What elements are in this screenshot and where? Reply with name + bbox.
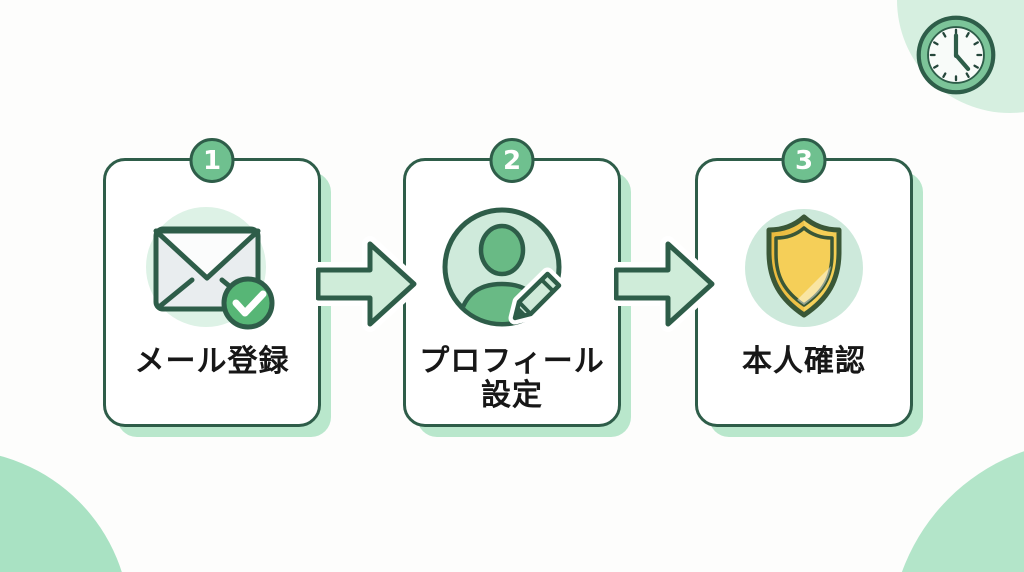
arrow-right-icon bbox=[614, 236, 718, 332]
arrow-right-icon bbox=[316, 236, 420, 332]
corner-blob-bottom-left bbox=[0, 450, 130, 572]
clock-icon bbox=[916, 15, 996, 95]
shield-icon bbox=[745, 209, 863, 327]
step-label: メール登録 bbox=[134, 344, 290, 379]
corner-blob-bottom-right bbox=[890, 440, 1024, 572]
step-card-identity-verification: 3 bbox=[695, 138, 913, 427]
user-edit-icon bbox=[442, 207, 566, 327]
step-label: 本人確認 bbox=[742, 344, 866, 379]
step-number-badge: 2 bbox=[489, 138, 535, 183]
step-number-badge: 1 bbox=[189, 138, 235, 183]
envelope-check-icon bbox=[146, 207, 275, 330]
step-card-profile-setup: 2 プロフィール 設定 bbox=[403, 138, 621, 427]
step-number-badge: 3 bbox=[781, 138, 827, 183]
step-label: プロフィール 設定 bbox=[419, 344, 605, 413]
step-card-email-registration: 1 メール登録 bbox=[103, 138, 321, 427]
